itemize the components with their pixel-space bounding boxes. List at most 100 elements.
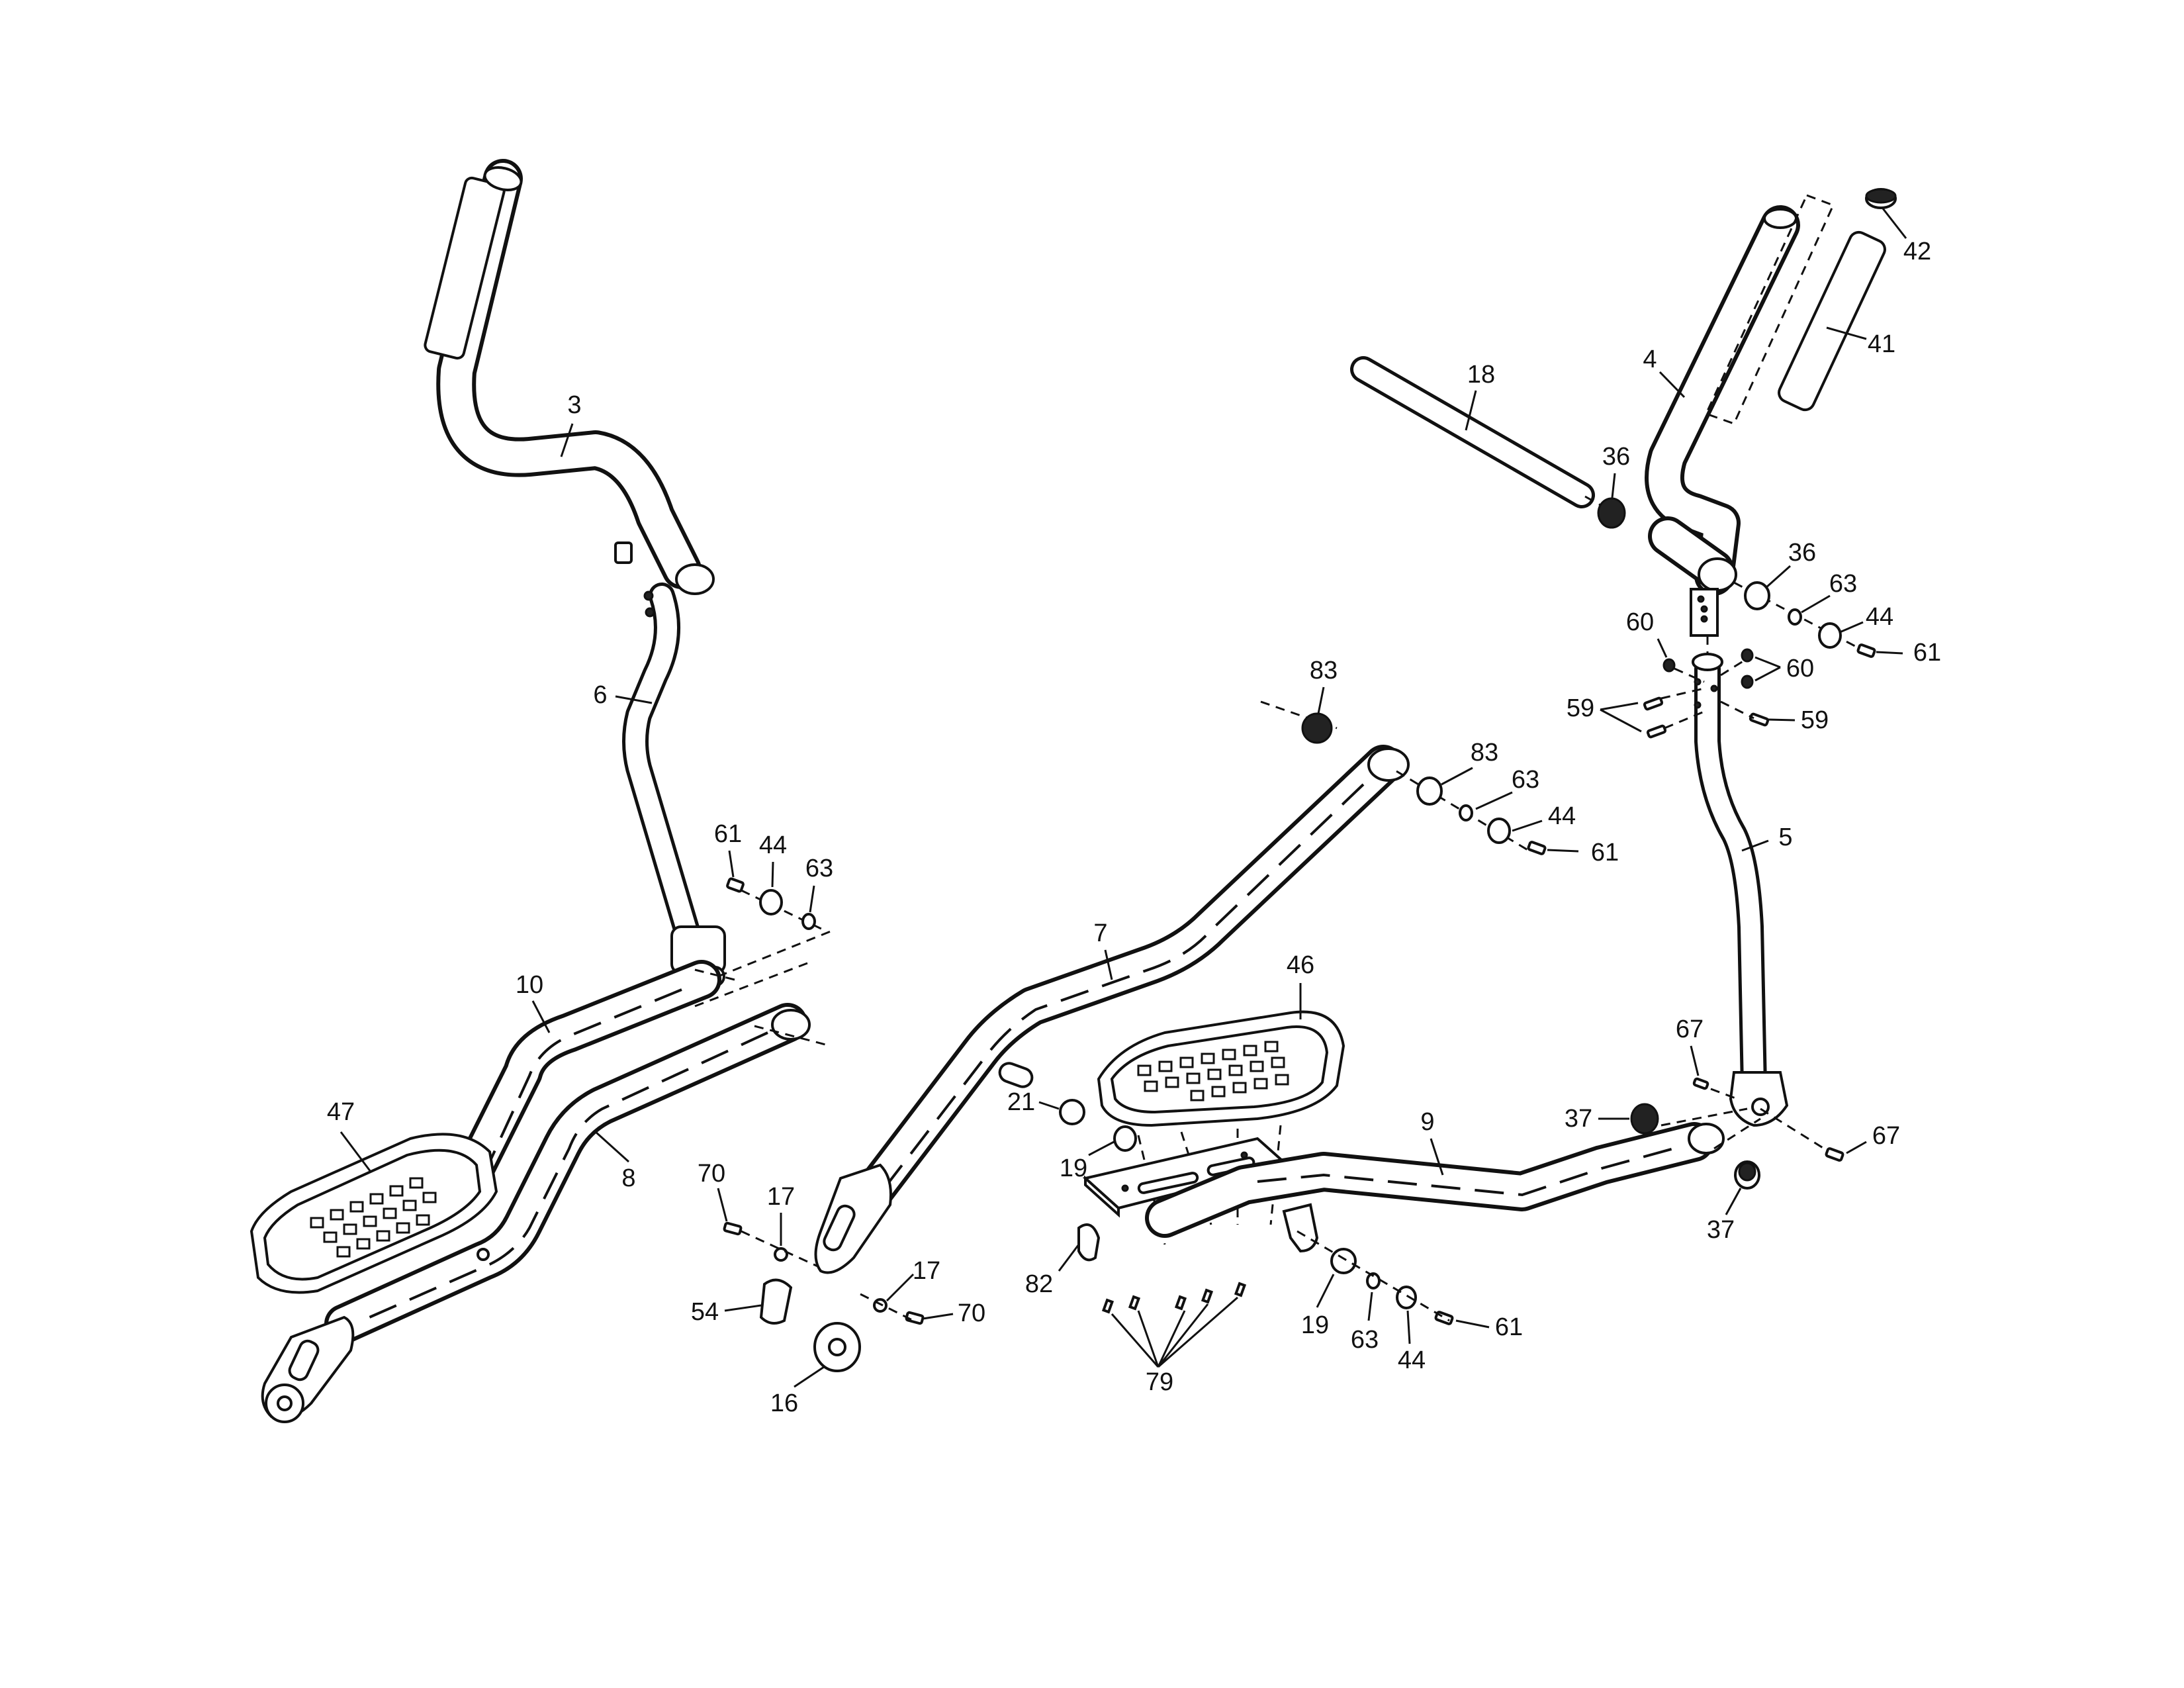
left-pedal-tread-grid xyxy=(310,1177,437,1258)
callout-44-left: 44 xyxy=(759,831,787,859)
callout-83-b: 83 xyxy=(1471,739,1498,767)
nut-60-c xyxy=(1741,675,1754,689)
part-7-right-link-arm xyxy=(814,745,1410,1274)
callout-44-low: 44 xyxy=(1398,1346,1426,1374)
nut-36-b xyxy=(1744,581,1770,610)
washer-44-low xyxy=(1396,1286,1417,1309)
callout-67-b: 67 xyxy=(1872,1122,1900,1150)
callout-36-a: 36 xyxy=(1602,443,1630,471)
part-6-left-upper-arm xyxy=(622,583,726,987)
callout-61-mid: 61 xyxy=(1591,839,1619,867)
callout-6: 6 xyxy=(593,681,607,709)
bolt-61-top xyxy=(1856,643,1876,658)
nut-17-left-a xyxy=(774,1247,788,1262)
callout-36-b: 36 xyxy=(1788,539,1816,567)
callout-41: 41 xyxy=(1868,330,1895,358)
washer-21 xyxy=(1059,1099,1085,1125)
callout-17-left-a: 17 xyxy=(767,1183,795,1211)
nut-36-a xyxy=(1597,497,1626,529)
callout-3: 3 xyxy=(567,391,581,419)
part-8-left-pedal-arm xyxy=(324,1003,811,1344)
callout-42: 42 xyxy=(1903,238,1931,265)
callout-61-left: 61 xyxy=(714,820,742,848)
callout-37-b: 37 xyxy=(1707,1216,1735,1244)
part-4-right-handlebar xyxy=(1645,205,1800,637)
callout-17-left-b: 17 xyxy=(913,1257,940,1285)
middle-small-parts xyxy=(998,1062,1454,1325)
part-46-right-pedal xyxy=(1097,1010,1345,1127)
part-3-left-handlebar xyxy=(424,159,715,595)
left-pivot-hardware xyxy=(694,877,835,1047)
left-pedal-arm-bushing xyxy=(771,1009,811,1041)
washer-63-left xyxy=(801,913,816,930)
axle-21-stub xyxy=(998,1062,1034,1088)
callout-8: 8 xyxy=(621,1164,635,1192)
bolt-67-b xyxy=(1825,1147,1844,1162)
callout-60-b: 60 xyxy=(1786,655,1814,682)
part-10-left-link-arm xyxy=(457,960,721,1185)
right-handlebar-hardware xyxy=(1706,581,1876,658)
callout-19-b: 19 xyxy=(1301,1311,1329,1339)
callout-59-a: 59 xyxy=(1567,694,1594,722)
callout-83-a: 83 xyxy=(1310,657,1338,684)
callout-7: 7 xyxy=(1093,919,1107,947)
callout-16: 16 xyxy=(770,1389,798,1417)
nut-60-b xyxy=(1741,648,1754,663)
upright-bolts xyxy=(1643,648,1770,739)
callouts: 3 6 10 8 47 61 44 63 70 17 17 70 5 4 16 7… xyxy=(327,208,1941,1417)
callout-63-top: 63 xyxy=(1829,570,1857,598)
right-pedal-arm-bushing xyxy=(1688,1123,1725,1154)
cap-82 xyxy=(1077,1223,1101,1262)
right-assembly xyxy=(1350,188,1897,1190)
callout-18: 18 xyxy=(1467,361,1495,389)
callout-61-low: 61 xyxy=(1495,1313,1523,1341)
callout-21: 21 xyxy=(1007,1088,1035,1116)
callout-10: 10 xyxy=(516,971,543,999)
callout-67-a: 67 xyxy=(1676,1015,1704,1043)
bolt-70-left-a xyxy=(723,1221,743,1236)
bolt-61-mid xyxy=(1527,841,1547,855)
callout-9: 9 xyxy=(1420,1108,1434,1136)
callout-37-a: 37 xyxy=(1565,1105,1592,1133)
right-grip-sleeve xyxy=(1778,230,1886,412)
part-18-axle xyxy=(1350,356,1626,529)
nut-60-a xyxy=(1662,658,1676,673)
right-pivot-hardware xyxy=(1630,1077,1844,1190)
callout-63-low: 63 xyxy=(1351,1326,1379,1354)
bolt-67-a xyxy=(1692,1077,1709,1090)
right-pedal-tread-grid xyxy=(1137,1041,1289,1102)
left-wheel-bracket xyxy=(261,1315,355,1423)
callout-46: 46 xyxy=(1287,951,1314,979)
left-wheel-hardware xyxy=(723,1221,925,1372)
callout-82: 82 xyxy=(1025,1270,1053,1298)
part-47-left-pedal xyxy=(250,1133,498,1294)
left-assembly xyxy=(250,159,925,1423)
callout-19-a: 19 xyxy=(1060,1154,1087,1182)
washer-63-top xyxy=(1788,608,1802,626)
washer-63-mid xyxy=(1459,804,1473,821)
callout-4: 4 xyxy=(1643,346,1657,373)
callout-5: 5 xyxy=(1778,823,1792,851)
pedal-mounting-plate xyxy=(1082,1137,1291,1218)
callout-60-a: 60 xyxy=(1626,608,1654,636)
part-41-grip xyxy=(1704,188,1897,425)
bushing-19-a xyxy=(1113,1125,1137,1152)
callout-59-b: 59 xyxy=(1801,706,1829,734)
washer-44-top xyxy=(1818,622,1842,649)
nut-83-b xyxy=(1416,776,1443,806)
middle-assembly xyxy=(814,700,1725,1325)
callout-61-top: 61 xyxy=(1913,639,1941,667)
nut-83-a xyxy=(1301,712,1333,744)
bolt-70-left-b xyxy=(905,1311,925,1325)
part-5-right-upright xyxy=(1692,653,1789,1127)
washer-63-low xyxy=(1366,1272,1381,1289)
callout-70-left-b: 70 xyxy=(958,1299,985,1327)
callout-70-left-a: 70 xyxy=(698,1160,725,1188)
washer-44-left xyxy=(759,889,783,915)
callout-47: 47 xyxy=(327,1098,355,1126)
bushing-19-b xyxy=(1330,1248,1357,1274)
washer-44-mid xyxy=(1487,818,1511,844)
part-54-cap xyxy=(759,1278,793,1325)
middle-pivot-hardware xyxy=(1301,712,1547,855)
